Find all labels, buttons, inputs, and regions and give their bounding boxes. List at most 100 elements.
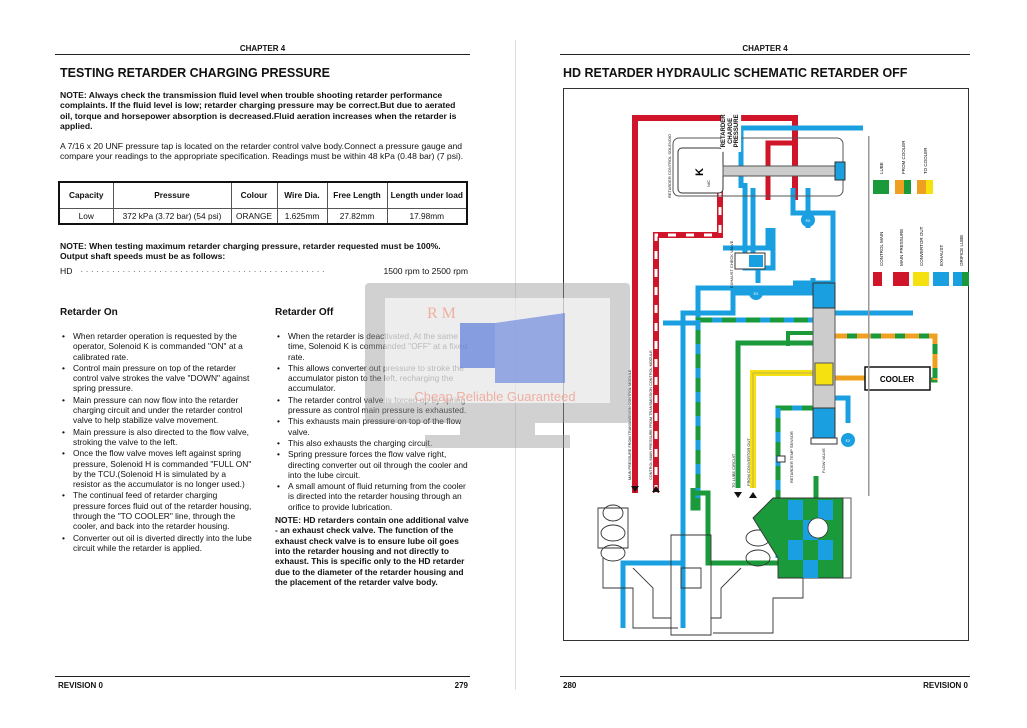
column-header: Colour xyxy=(230,181,278,209)
legend-item: CONTROL MAIN xyxy=(873,232,889,286)
footer-rule xyxy=(55,676,470,677)
legend-divider xyxy=(868,136,870,496)
main-pressure-line xyxy=(632,115,798,493)
retarder-on-section: Retarder On When retarder operation is r… xyxy=(60,307,252,554)
note-fluid-level: NOTE: Always check the transmission flui… xyxy=(60,90,457,132)
from-cooler-stripe xyxy=(833,333,938,380)
pressure-tap-paragraph: A 7/16 x 20 UNF pressure tap is located … xyxy=(60,141,464,162)
legend-swatch xyxy=(902,272,909,286)
legend-label: LUBE xyxy=(879,162,884,174)
legend-swatch xyxy=(917,180,926,194)
cooler-box[interactable] xyxy=(864,366,931,391)
section-title: Retarder On xyxy=(60,307,118,318)
speed-label: HD xyxy=(60,266,73,276)
exhaust-check-label: EXHAUST CHECK VALVE xyxy=(729,240,734,288)
temp-sensor xyxy=(776,455,786,463)
header-rule xyxy=(560,54,970,55)
charge-pressure-label: RETARDER CHARGE PRESSURE xyxy=(721,109,741,152)
bullet-item: Spring pressure forces the flow valve ri… xyxy=(275,449,470,480)
column-header: Wire Dia. xyxy=(276,181,328,209)
to-lube-label: TO LUBE CIRCUIT xyxy=(731,453,736,488)
table-header-row: Capacity Pressure Colour Wire Dia. Free … xyxy=(58,181,468,209)
legend-swatch xyxy=(882,180,889,194)
column-header: Length under load xyxy=(386,181,468,209)
to-lube-line xyxy=(735,340,820,488)
bullet-item: Converter out oil is diverted directly i… xyxy=(60,533,252,554)
solenoid-nc: N/C xyxy=(706,180,711,187)
legend-swatch xyxy=(893,272,902,286)
table-cell: 17.98mm xyxy=(386,207,468,225)
footer-rule xyxy=(560,676,970,677)
table-row: Low 372 kPa (3.72 bar) (54 psi) ORANGE 1… xyxy=(58,207,468,225)
flow-exhaust-line xyxy=(833,395,851,423)
retarder-off-section: Retarder Off When the retarder is deacti… xyxy=(275,307,470,587)
legend-swatch xyxy=(962,272,969,286)
header-rule xyxy=(55,54,470,55)
section-title: Retarder Off xyxy=(275,307,334,318)
flow-valve-top xyxy=(812,282,836,309)
legend-label: ORIFICE LUBE xyxy=(959,235,964,266)
exhaust-mark: EX xyxy=(846,439,851,443)
bullet-item: When retarder operation is requested by … xyxy=(60,331,252,362)
bullet-item: This allows converter out pressure to st… xyxy=(275,363,470,394)
spool-end xyxy=(834,161,846,181)
legend-label: EXHAUST xyxy=(939,244,944,266)
table-cell: Low xyxy=(58,207,114,225)
legend-swatch xyxy=(933,272,942,286)
legend-item: TO COOLER xyxy=(917,147,933,194)
speed-row: HD · · · · · · · · · · · · · · · · · · ·… xyxy=(60,266,468,276)
legend-item: LUBE xyxy=(873,162,889,194)
bullet-item: This exhausts main pressure on top of th… xyxy=(275,416,470,437)
main-pressure-branch xyxy=(765,140,795,200)
legend-label: CONVERTOR OUT xyxy=(919,226,924,266)
color-legend: LUBE FROM COOLER TO COOLER CONTROL MAIN MAIN… xyxy=(873,140,969,286)
footer-revision: REVISION 0 xyxy=(923,681,968,690)
page-gutter xyxy=(515,40,516,690)
legend-swatch xyxy=(942,272,949,286)
hydraulic-schematic: K N/C EX EX EX COOLER RETARDER CONTROL S… xyxy=(563,88,969,641)
lube-branch xyxy=(786,331,820,346)
legend-label: FROM COOLER xyxy=(901,140,906,174)
legend-swatch xyxy=(922,272,929,286)
control-main-stripe xyxy=(654,190,722,493)
page-number: 279 xyxy=(454,681,468,690)
legend-item: FROM COOLER xyxy=(895,140,911,194)
solenoid-letter: K xyxy=(694,168,706,176)
legend-item: ORIFICE LUBE xyxy=(953,235,969,286)
legend-swatch xyxy=(926,180,933,194)
legend-swatch xyxy=(882,272,889,286)
legend-swatch xyxy=(913,272,922,286)
speed-value: 1500 rpm to 2500 rpm xyxy=(383,266,468,276)
main-from-tcm-label: MAIN PRESSURE FROM TRANSMISSION CONTROL … xyxy=(628,369,632,480)
footer-revision: REVISION 0 xyxy=(58,681,103,690)
flow-valve-label: FLOW VALVE xyxy=(821,448,826,473)
legend-label: TO COOLER xyxy=(923,147,928,174)
note-hd-retarder: NOTE: HD retarders contain one additiona… xyxy=(275,515,469,587)
column-header: Capacity xyxy=(58,181,114,209)
retarder-housing xyxy=(752,497,852,579)
flow-valve-plug xyxy=(810,437,838,445)
legend-item: MAIN PRESSURE xyxy=(893,229,909,286)
legend-swatch xyxy=(953,272,962,286)
flow-valve-spring xyxy=(812,407,836,439)
from-converter-label: FROM CONVERTOR OUT xyxy=(746,438,751,486)
flow-arrows xyxy=(631,486,757,498)
legend-swatch xyxy=(904,180,911,194)
flow-valve-converter xyxy=(814,362,834,386)
leader-dots: · · · · · · · · · · · · · · · · · · · · … xyxy=(80,266,325,276)
temp-sensor-label: RETARDER TEMP SENSOR xyxy=(789,431,794,483)
retarder-control-spool xyxy=(722,165,836,177)
transmission-housing xyxy=(597,504,804,636)
legend-swatch xyxy=(873,180,882,194)
column-header: Pressure xyxy=(112,181,232,209)
bullet-item: When the retarder is deactivated, At the… xyxy=(275,331,470,362)
legend-label: MAIN PRESSURE xyxy=(899,229,904,266)
retarder-on-list: When retarder operation is requested by … xyxy=(60,331,252,553)
converter-out-outline xyxy=(752,372,818,488)
legend-item: CONVERTOR OUT xyxy=(913,226,929,286)
bullet-item: The continual feed of retarder charging … xyxy=(60,490,252,531)
orifice-lube-line xyxy=(695,317,818,508)
bullet-item: The retarder control valve is forced up … xyxy=(275,395,470,416)
spec-table: Capacity Pressure Colour Wire Dia. Free … xyxy=(58,181,468,225)
cooler-label: COOLER xyxy=(880,375,914,384)
